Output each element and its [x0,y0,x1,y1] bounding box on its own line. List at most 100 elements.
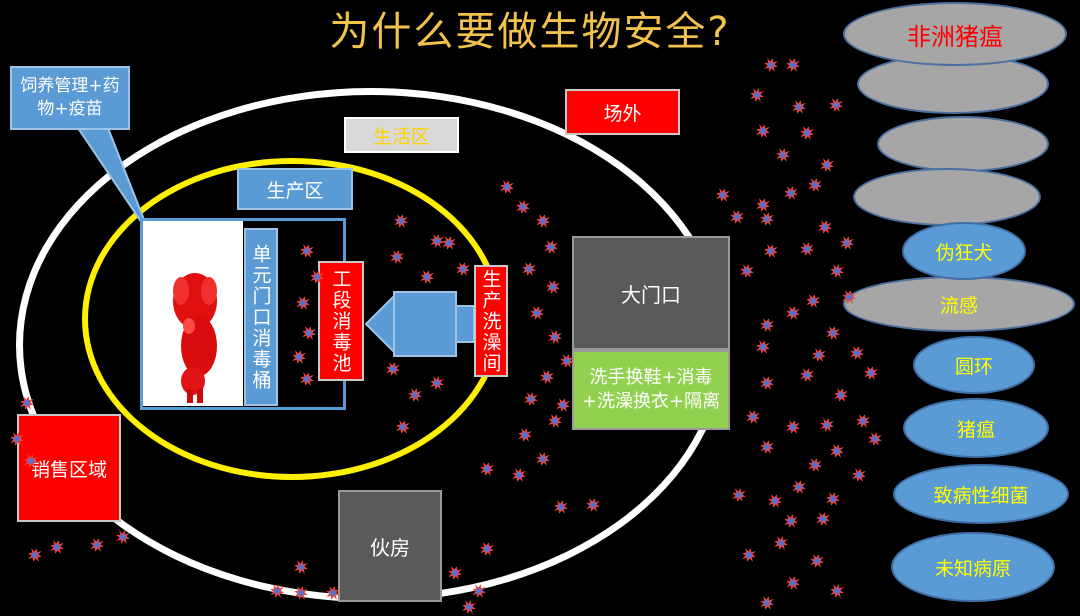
pathogen-pseudorabies: 伪狂犬 [902,222,1026,280]
germ-icon [586,498,600,512]
germ-icon [420,270,434,284]
germ-icon [756,198,770,212]
germ-icon [760,318,774,332]
pathogen-circovirus: 圆环 [913,336,1035,394]
germ-icon [826,326,840,340]
germ-icon [292,350,306,364]
germ-icon [536,452,550,466]
germ-icon [850,346,864,360]
germ-icon [20,396,34,410]
germ-icon [546,280,560,294]
germ-icon [834,388,848,402]
germ-icon [730,210,744,224]
kitchen: 伙房 [338,490,442,602]
pig-icon [143,221,243,406]
germ-icon [776,148,790,162]
pathogen-grey-3 [853,168,1041,226]
germ-icon [816,512,830,526]
germ-icon [786,306,800,320]
germ-icon [786,58,800,72]
germ-icon [716,188,730,202]
germ-icon [386,362,400,376]
germ-icon [116,530,130,544]
germ-icon [50,540,64,554]
germ-icon [302,326,316,340]
germ-icon [820,158,834,172]
germ-icon [756,340,770,354]
gate-measures: 洗手换鞋+消毒+洗澡换衣+隔离 [572,350,730,430]
germ-icon [852,468,866,482]
germ-icon [800,368,814,382]
germ-icon [808,458,822,472]
germ-icon [830,584,844,598]
germ-icon [864,366,878,380]
pig-panel [143,221,243,406]
germ-icon [24,454,38,468]
production-shower-room: 生产洗澡间 [474,265,508,377]
germ-icon [480,542,494,556]
germ-icon [812,348,826,362]
zone-outside: 场外 [565,89,680,135]
germ-icon [768,494,782,508]
germ-icon [792,480,806,494]
germ-icon [540,370,554,384]
germ-icon [760,376,774,390]
germ-icon [856,414,870,428]
germ-icon [786,420,800,434]
germ-icon [408,388,422,402]
germ-icon [394,214,408,228]
germ-icon [536,214,550,228]
germ-icon [774,536,788,550]
main-gate: 大门口 [572,236,730,350]
germ-icon [300,372,314,386]
germ-icon [294,560,308,574]
germ-icon [430,376,444,390]
callout-feeding-medicine-vaccine: 饲养管理+药物+疫苗 [10,66,130,130]
germ-icon [750,88,764,102]
germ-icon [830,264,844,278]
germ-icon [396,420,410,434]
germ-icon [500,180,514,194]
germ-icon [524,392,538,406]
germ-icon [806,294,820,308]
germ-icon [826,492,840,506]
germ-icon [760,212,774,226]
germ-icon [756,124,770,138]
germ-icon [296,296,310,310]
germ-icon [786,576,800,590]
germ-icon [740,264,754,278]
germ-icon [742,548,756,562]
unit-door-disinfect-bucket: 单元门口消毒桶 [244,228,278,406]
germ-icon [390,250,404,264]
germ-icon [784,514,798,528]
germ-icon [764,244,778,258]
zone-living: 生活区 [344,117,459,153]
zone-production: 生产区 [237,168,353,210]
germ-icon [310,270,324,284]
pathogen-csf: 猪瘟 [903,398,1049,458]
germ-icon [548,330,562,344]
germ-icon [800,242,814,256]
germ-icon [560,354,574,368]
germ-icon [746,410,760,424]
germ-icon [732,488,746,502]
pathogen-unknown: 未知病原 [891,532,1055,602]
germ-icon [522,262,536,276]
germ-icon [842,290,856,304]
germ-icon [462,600,476,614]
germ-icon [556,398,570,412]
germ-icon [810,554,824,568]
germ-icon [830,444,844,458]
germ-icon [544,240,558,254]
germ-icon [530,306,544,320]
germ-icon [800,126,814,140]
germ-icon [512,468,526,482]
germ-icon [480,462,494,476]
germ-icon [300,244,314,258]
germ-icon [820,418,834,432]
germ-icon [548,414,562,428]
germ-icon [442,236,456,250]
pathogen-influenza: 流感 [843,282,1075,326]
germ-icon [829,98,843,112]
germ-icon [518,428,532,442]
